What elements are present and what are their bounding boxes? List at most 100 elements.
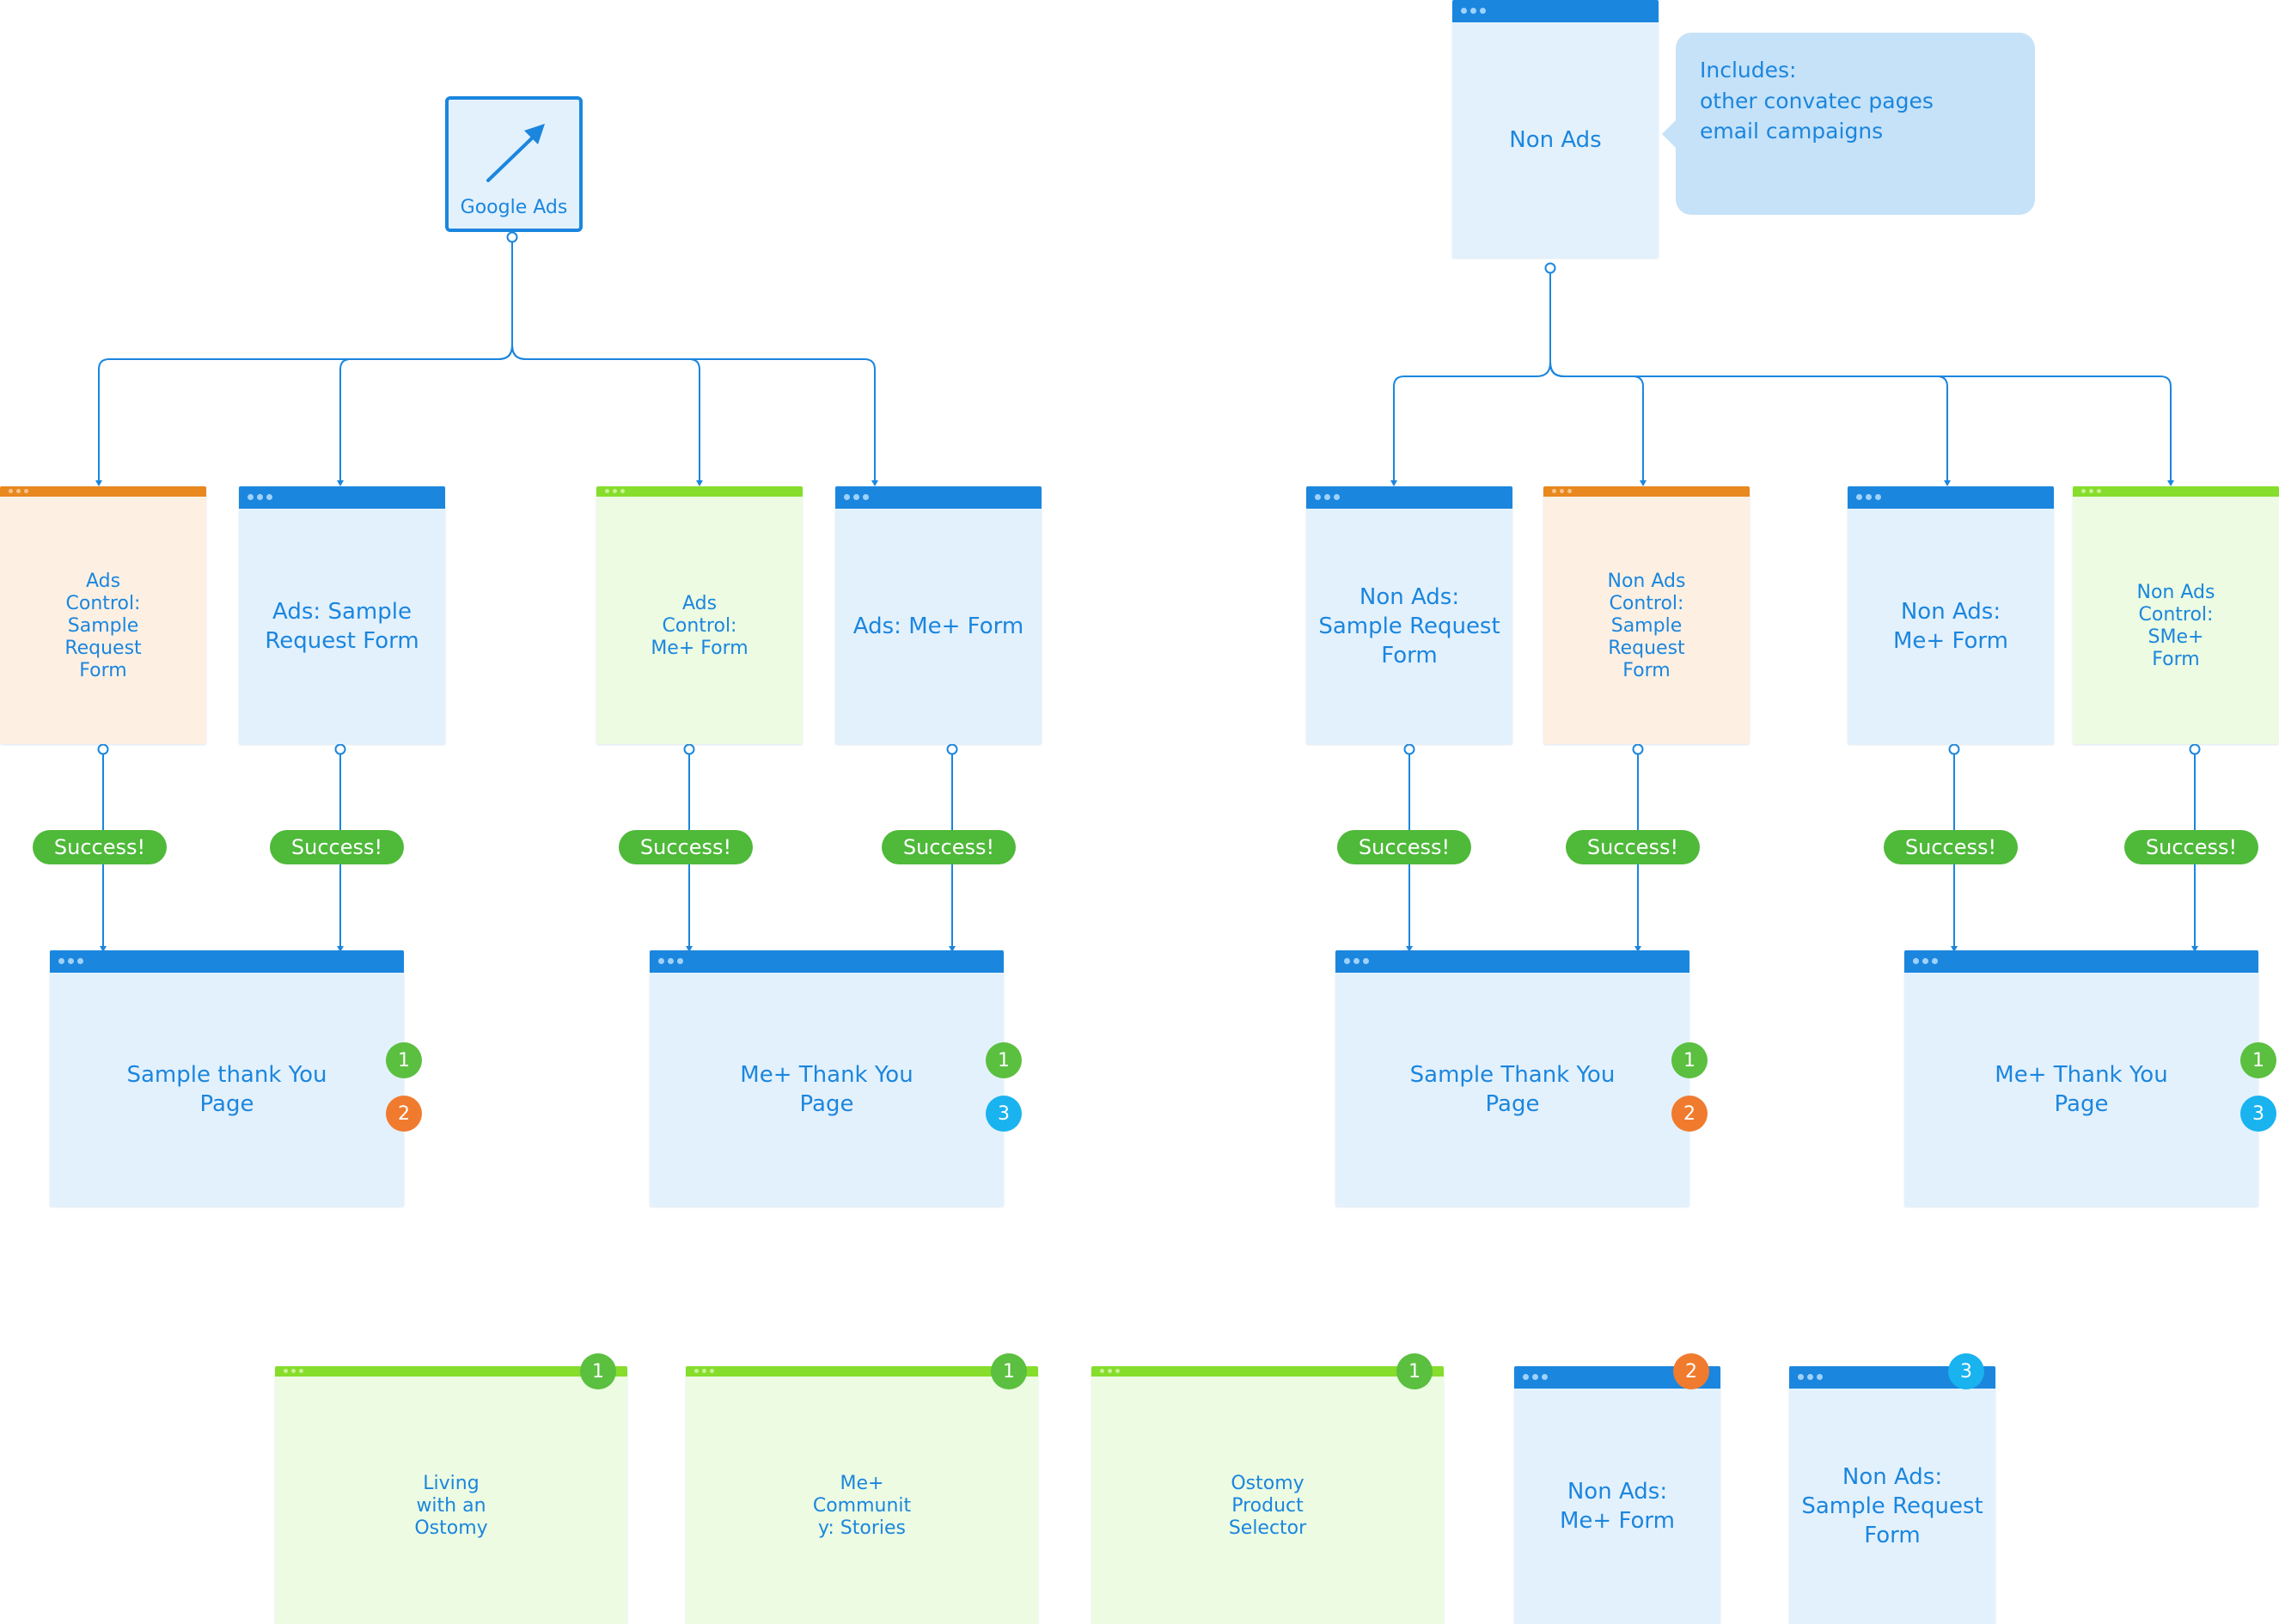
non-ads-form-page[interactable]: Non Ads: Sample Request Form <box>1306 486 1512 744</box>
success-pill: Success! <box>619 830 753 864</box>
window-bar <box>50 950 404 973</box>
arrowhead-icon <box>686 946 693 952</box>
google-ads-label: Google Ads <box>460 197 568 218</box>
page-label: Non Ads: Me+ Form <box>1560 1478 1675 1534</box>
thank-you-page[interactable]: Me+ Thank You Page <box>1904 950 2258 1206</box>
arrowhead-icon <box>1944 480 1951 486</box>
connector-origin-icon <box>97 743 109 755</box>
connector-origin-icon <box>2189 743 2201 755</box>
window-dots-icon <box>9 489 28 493</box>
window-bar <box>239 486 445 509</box>
connector-origin-icon <box>506 231 518 243</box>
step-badge-1: 1 <box>580 1353 616 1389</box>
window-dots-icon <box>2081 489 2101 493</box>
step-badge-2: 2 <box>386 1096 422 1132</box>
window-bar <box>596 486 803 497</box>
window-dots-icon <box>1523 1374 1548 1380</box>
window-dots-icon <box>284 1369 303 1373</box>
page-label: Sample thank You Page <box>126 1061 327 1117</box>
window-dots-icon <box>1461 8 1486 14</box>
legend-page[interactable]: Living with an Ostomy <box>275 1366 627 1624</box>
google-ads-node[interactable]: Google Ads <box>445 96 583 232</box>
legend-page[interactable]: Non Ads: Sample Request Form <box>1789 1366 1995 1624</box>
window-dots-icon <box>694 1369 714 1373</box>
non-ads-callout: Includes: other convatec pages email cam… <box>1662 33 2035 215</box>
branch-connector <box>98 237 513 485</box>
non-ads-form-page[interactable]: Non Ads: Me+ Form <box>1848 486 2054 744</box>
non-ads-node[interactable]: Non Ads <box>1452 0 1659 258</box>
window-dots-icon <box>658 958 683 964</box>
branch-connector <box>511 237 700 485</box>
page-label: Non Ads Control: SMe+ Form <box>2136 582 2215 670</box>
non-ads-form-page[interactable]: Non Ads Control: SMe+ Form <box>2073 486 2279 744</box>
ads-form-page[interactable]: Ads: Sample Request Form <box>239 486 445 744</box>
window-bar <box>2073 486 2279 497</box>
window-bar <box>686 1366 1038 1377</box>
legend-page[interactable]: Me+ Communit y: Stories <box>686 1366 1038 1624</box>
step-badge-2: 2 <box>1673 1353 1709 1389</box>
success-pill: Success! <box>1884 830 2018 864</box>
success-pill: Success! <box>2124 830 2258 864</box>
thank-you-page[interactable]: Sample thank You Page <box>50 950 404 1206</box>
step-badge-1: 1 <box>1671 1042 1708 1078</box>
window-bar <box>1335 950 1689 973</box>
window-dots-icon <box>247 494 272 500</box>
window-dots-icon <box>1913 958 1938 964</box>
success-pill: Success! <box>270 830 404 864</box>
page-label: Ads: Sample Request Form <box>265 598 419 654</box>
arrowhead-icon <box>2191 946 2198 952</box>
window-bar <box>1091 1366 1444 1377</box>
window-bar <box>275 1366 627 1377</box>
connector-origin-icon <box>1948 743 1960 755</box>
page-label: Ostomy Product Selector <box>1228 1473 1307 1539</box>
arrowhead-icon <box>1390 480 1397 486</box>
window-bar <box>650 950 1004 973</box>
arrow-up-right-icon <box>486 124 545 182</box>
step-badge-1: 1 <box>991 1353 1027 1389</box>
success-pill: Success! <box>882 830 1016 864</box>
window-dots-icon <box>1344 958 1369 964</box>
page-label: Ads: Me+ Form <box>852 613 1024 639</box>
legend-page[interactable]: Ostomy Product Selector <box>1091 1366 1444 1624</box>
window-bar <box>1904 950 2258 973</box>
page-label: Ads Control: Sample Request Form <box>64 571 142 681</box>
window-dots-icon <box>844 494 869 500</box>
connector-origin-icon <box>1632 743 1644 755</box>
thank-you-page[interactable]: Sample Thank You Page <box>1335 950 1689 1206</box>
window-bar <box>1306 486 1512 509</box>
connector-origin-icon <box>946 743 958 755</box>
window-dots-icon <box>1798 1374 1823 1380</box>
window-dots-icon <box>58 958 83 964</box>
page-label: Me+ Thank You Page <box>1995 1061 2168 1117</box>
page-label: Non Ads Control: Sample Request Form <box>1607 571 1686 681</box>
arrowhead-icon <box>337 946 344 952</box>
ads-form-page[interactable]: Ads Control: Sample Request Form <box>0 486 206 744</box>
step-badge-3: 3 <box>2240 1096 2276 1132</box>
arrowhead-icon <box>2167 480 2174 486</box>
arrowhead-icon <box>1951 946 1958 952</box>
arrowhead-icon <box>696 480 703 486</box>
window-bar <box>835 486 1042 509</box>
page-label: Me+ Communit y: Stories <box>812 1473 912 1539</box>
step-badge-1: 1 <box>2240 1042 2276 1078</box>
window-bar <box>1848 486 2054 509</box>
arrowhead-icon <box>95 480 102 486</box>
non-ads-label: Non Ads <box>1509 126 1602 153</box>
legend-page[interactable]: Non Ads: Me+ Form <box>1514 1366 1720 1624</box>
step-badge-1: 1 <box>386 1042 422 1078</box>
window-dots-icon <box>605 489 625 493</box>
non-ads-form-page[interactable]: Non Ads Control: Sample Request Form <box>1543 486 1750 744</box>
window-dots-icon <box>1100 1369 1120 1373</box>
arrowhead-icon <box>949 946 956 952</box>
branch-connector <box>339 237 513 485</box>
ads-form-page[interactable]: Ads: Me+ Form <box>835 486 1042 744</box>
page-label: Non Ads: Sample Request Form <box>1801 1463 1983 1549</box>
thank-you-page[interactable]: Me+ Thank You Page <box>650 950 1004 1206</box>
page-label: Living with an Ostomy <box>414 1473 488 1539</box>
step-badge-1: 1 <box>986 1042 1022 1078</box>
step-badge-3: 3 <box>1948 1353 1984 1389</box>
success-pill: Success! <box>1566 830 1700 864</box>
connector-origin-icon <box>1544 262 1556 274</box>
ads-form-page[interactable]: Ads Control: Me+ Form <box>596 486 803 744</box>
